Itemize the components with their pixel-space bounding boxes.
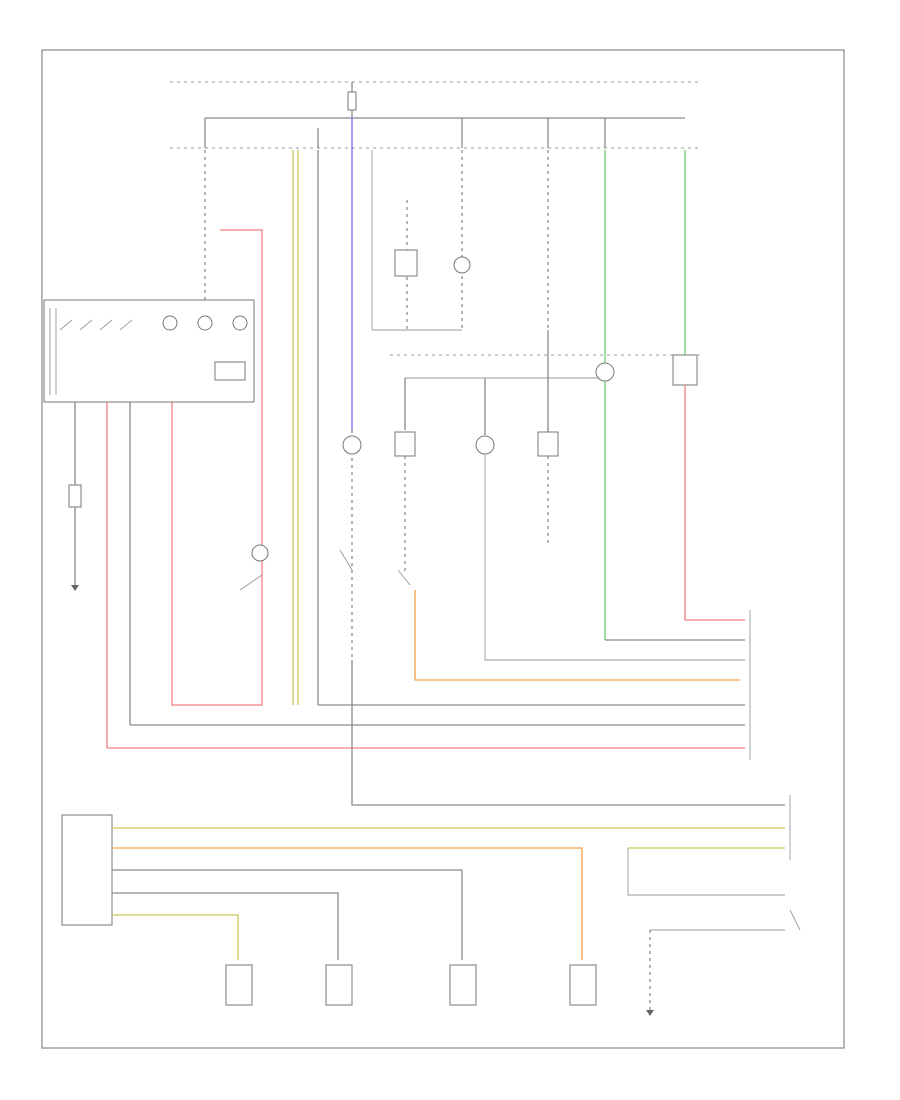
switch-icon [325,964,353,1006]
lamp-icon [475,435,495,455]
relay-group [372,200,471,331]
switch-icon [789,909,801,931]
switch-contacts [49,308,248,395]
main-fuse-icon [347,91,357,111]
right-harness-wires [107,619,785,806]
lamp-icon [394,431,416,457]
lamp-icon [595,362,615,382]
lamp-icon [162,315,178,331]
sensor-module [61,814,113,926]
switch-icon [225,964,253,1006]
fuse-icon [68,484,82,508]
headlamp-switch [43,299,255,403]
lamp-row [342,330,698,660]
lamp-icon [232,315,248,331]
ground-icon [71,585,79,591]
door-switches [225,909,801,1016]
diagram-frame [41,49,845,1049]
ground-icon [646,1010,654,1016]
lamp-icon [453,256,471,274]
bottom-harness-wires [112,827,785,1010]
switch-icon [449,964,477,1006]
lamp-icon [197,315,213,331]
wire-red-loop [171,229,263,706]
switch-icon [569,964,597,1006]
lamp-icon [342,435,362,455]
fuse-drops [204,118,606,148]
lamp-icon [672,354,698,386]
lamp-icon [537,431,559,457]
wire-orange [414,590,740,681]
switch-icon [239,544,411,591]
connector-icon [749,610,791,860]
relay-icon [394,249,418,277]
